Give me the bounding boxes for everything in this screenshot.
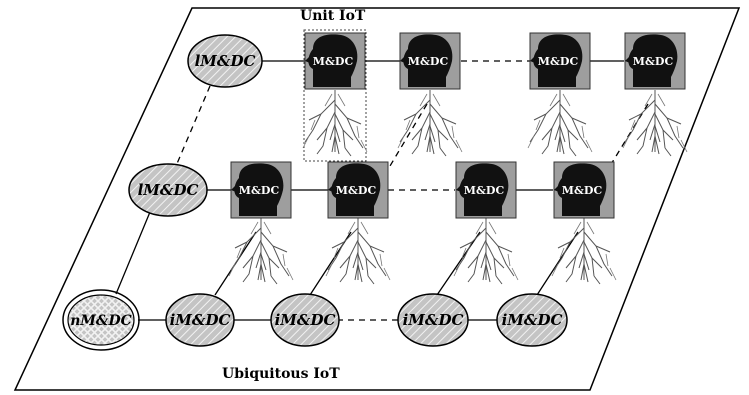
sensor-node-label: M&DC	[538, 55, 579, 68]
connections	[115, 60, 649, 321]
sensor-node-top-3: M&DC	[529, 32, 591, 90]
imdc-label: iM&DC	[403, 311, 464, 329]
sensor-node-label: M&DC	[336, 184, 377, 197]
nmdc-label: nM&DC	[70, 313, 132, 329]
lmdc-node-mid: lM&DC	[128, 163, 208, 217]
sensor-node-top-4: M&DC	[624, 32, 686, 90]
sensor-node-label: M&DC	[313, 55, 354, 68]
sensor-node-mid-2: M&DC	[327, 161, 389, 219]
imdc-label: iM&DC	[275, 311, 336, 329]
imdc-node-3: iM&DC	[397, 293, 469, 347]
imdc-node-2: iM&DC	[270, 293, 340, 347]
lmdc-label: lM&DC	[138, 181, 199, 199]
sensor-node-top-2: M&DC	[399, 32, 461, 90]
sensor-node-label: M&DC	[408, 55, 449, 68]
unit-iot-label: Unit IoT	[300, 8, 366, 24]
nmdc-node: nM&DC	[62, 289, 140, 351]
lmdc-label: lM&DC	[195, 52, 256, 70]
sensor-node-top-1: M&DC	[304, 32, 366, 90]
ubiquitous-iot-label: Ubiquitous IoT	[222, 366, 340, 382]
sensor-node-label: M&DC	[464, 184, 505, 197]
sensor-node-label: M&DC	[633, 55, 674, 68]
sensor-node-mid-3: M&DC	[455, 161, 517, 219]
imdc-label: iM&DC	[502, 311, 563, 329]
unit-iot-boundary	[303, 29, 367, 162]
sensor-node-label: M&DC	[239, 184, 280, 197]
imdc-node-1: iM&DC	[165, 293, 235, 347]
lmdc-node-top: lM&DC	[187, 34, 263, 88]
sensor-node-mid-1: M&DC	[230, 161, 292, 219]
sensor-node-label: M&DC	[562, 184, 603, 197]
imdc-label: iM&DC	[170, 311, 231, 329]
imdc-node-4: iM&DC	[496, 293, 568, 347]
sensor-node-mid-4: M&DC	[553, 161, 615, 219]
